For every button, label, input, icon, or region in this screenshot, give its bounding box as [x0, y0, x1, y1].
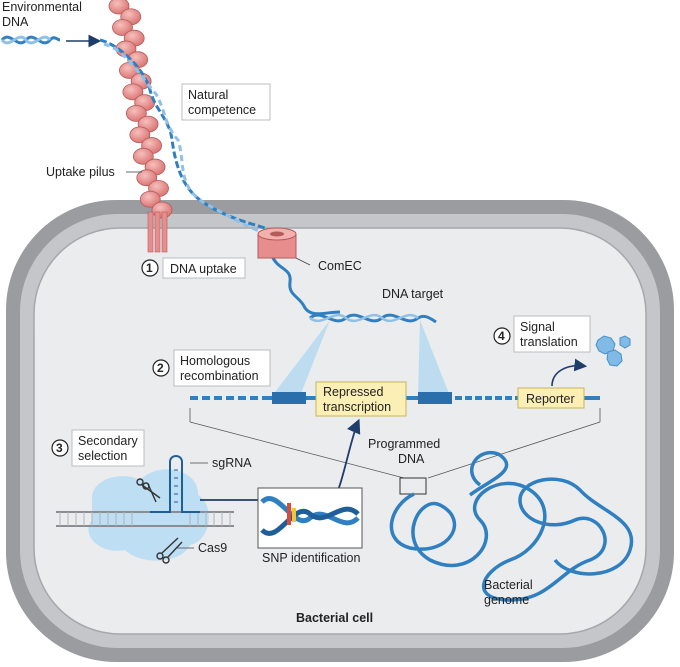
step-4-number: 4: [498, 329, 505, 343]
recombination-cone-right: [418, 320, 450, 396]
signal-translation-box: [513, 315, 591, 353]
natural-competence-label: Natural competence: [188, 88, 256, 117]
pilus-bead: [112, 19, 133, 36]
signal-translation-label: Signal translation: [520, 320, 578, 349]
pilus-bead: [129, 126, 151, 144]
comec-label: ComEC: [318, 259, 362, 273]
reporter-label: Reporter: [526, 392, 575, 406]
pilus-bead: [132, 147, 154, 165]
pilus-bead: [136, 169, 158, 187]
cas9-label: Cas9: [198, 541, 227, 555]
step-3-badge: [51, 439, 69, 457]
step-2-number: 2: [157, 361, 164, 375]
snp-inset: [257, 487, 363, 549]
repressed-transcription-label: Repressed transcription: [323, 385, 391, 414]
recombination-cone-left: [272, 320, 330, 396]
reporter-protein-blobs: [595, 335, 631, 367]
uptake-pilus: [108, 0, 173, 219]
secondary-selection-box: [71, 429, 145, 467]
repressed-transcription-box: [315, 381, 407, 417]
natural-competence-box: [181, 83, 271, 121]
snp-identification-label: SNP identification: [262, 551, 360, 565]
pilus-bead: [139, 190, 161, 208]
pilus-bead: [122, 83, 144, 101]
sgrna-label: sgRNA: [212, 456, 252, 470]
uptake-pilus-label: Uptake pilus: [46, 165, 115, 179]
programmed-dna-label: Programmed DNA: [368, 437, 444, 466]
comec-channel: [257, 227, 311, 266]
pilus-bead: [125, 104, 147, 122]
cas9-complex: [56, 455, 234, 564]
step-2-badge: [152, 359, 170, 377]
step-1-badge: [141, 259, 159, 277]
dna-target-label: DNA target: [382, 287, 444, 301]
reporter-signal-arrow: [551, 358, 588, 387]
step-4-badge: [493, 327, 511, 345]
dna-uptake-box: [162, 257, 246, 279]
bacterial-genome: [389, 451, 634, 602]
step-1-number: 1: [146, 261, 153, 275]
environmental-dna-label: Environmental DNA: [2, 0, 85, 29]
step-3-number: 3: [56, 441, 63, 455]
reporter-box: [517, 387, 585, 409]
dna-target-helix: [309, 313, 437, 324]
secondary-selection-label: Secondary selection: [78, 434, 141, 463]
environmental-dna: [0, 34, 102, 48]
bacterial-cell-label: Bacterial cell: [296, 611, 373, 625]
homologous-recombination-label: Homologous recombination: [180, 354, 259, 383]
dna-strand-uptake: [99, 38, 341, 316]
bacterial-genome-label: Bacterial genome: [484, 578, 536, 607]
pilus-base: [147, 211, 168, 253]
homologous-recombination-box: [173, 349, 271, 387]
dna-uptake-label: DNA uptake: [170, 262, 237, 276]
